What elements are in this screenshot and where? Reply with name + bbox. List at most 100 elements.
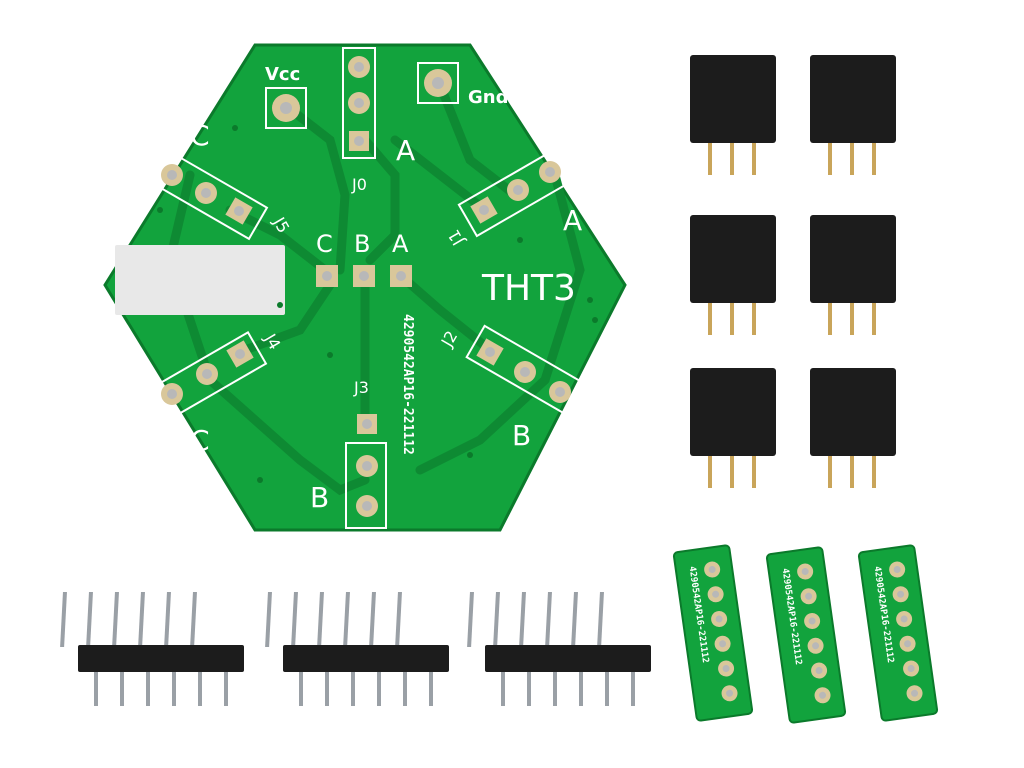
connector-j5 xyxy=(148,148,269,241)
header-pin xyxy=(60,592,67,647)
header-pin xyxy=(553,670,557,706)
header-pin xyxy=(343,592,350,647)
header-pin xyxy=(828,143,832,175)
header-pin xyxy=(597,592,604,647)
female-header-body xyxy=(810,55,896,143)
header-pin xyxy=(190,592,197,647)
pcb-traces xyxy=(165,80,585,496)
header-pin xyxy=(828,303,832,335)
header-pin xyxy=(828,456,832,488)
male-header-body xyxy=(78,645,244,672)
header-pin xyxy=(752,143,756,175)
connector-j1 xyxy=(457,145,578,238)
header-pin xyxy=(291,592,298,647)
female-header-grid xyxy=(690,55,896,488)
header-pin xyxy=(752,303,756,335)
header-pin xyxy=(730,143,734,175)
female-header xyxy=(810,215,896,335)
gnd-pad xyxy=(417,62,459,104)
header-pin xyxy=(467,592,474,647)
header-pin xyxy=(730,303,734,335)
header-pin xyxy=(403,670,407,706)
header-pin xyxy=(112,592,119,647)
header-pin xyxy=(120,670,124,706)
header-pin xyxy=(708,456,712,488)
header-pin xyxy=(86,592,93,647)
label-tape xyxy=(115,245,285,315)
board-serial: 4290542AP16-221112 xyxy=(400,314,415,455)
vcc-pad xyxy=(265,87,307,129)
j0-letter: A xyxy=(396,134,415,167)
connector-j0 xyxy=(342,47,376,159)
j1-letter: A xyxy=(563,204,582,237)
header-pin xyxy=(519,592,526,647)
male-pin-header xyxy=(467,592,651,706)
center-pads xyxy=(316,265,412,287)
pcb-vias xyxy=(157,125,598,483)
female-header-body xyxy=(810,368,896,456)
female-header xyxy=(810,368,896,488)
header-pin xyxy=(872,456,876,488)
header-pin xyxy=(164,592,171,647)
header-pin xyxy=(527,670,531,706)
header-pin xyxy=(351,670,355,706)
header-pin xyxy=(579,670,583,706)
male-pin-header xyxy=(60,592,244,706)
connector-j4 xyxy=(147,331,268,423)
gnd-label: Gnd xyxy=(468,87,508,108)
header-pin xyxy=(752,456,756,488)
adapter-board-pcb xyxy=(857,544,939,722)
header-pin xyxy=(545,592,552,647)
header-pin xyxy=(708,143,712,175)
header-pin xyxy=(708,303,712,335)
center-label-c: C xyxy=(316,230,333,258)
header-pin xyxy=(369,592,376,647)
female-header xyxy=(810,55,896,175)
hexagonal-pcb: Vcc Gnd J0 A J3 B J5 C xyxy=(103,43,627,532)
header-pin xyxy=(605,670,609,706)
header-pin xyxy=(850,456,854,488)
header-pin xyxy=(94,670,98,706)
male-header-row xyxy=(60,592,651,706)
adapter-board: 4290542AP16-221112 xyxy=(672,544,754,722)
header-pin xyxy=(138,592,145,647)
female-header-body xyxy=(690,55,776,143)
female-header-body xyxy=(690,368,776,456)
header-pin xyxy=(377,670,381,706)
female-header xyxy=(690,368,776,488)
header-pin xyxy=(198,670,202,706)
header-pin xyxy=(429,670,433,706)
connector-j3 xyxy=(345,414,387,529)
male-header-body xyxy=(283,645,449,672)
header-pin xyxy=(493,592,500,647)
header-pin xyxy=(850,143,854,175)
header-pin xyxy=(325,670,329,706)
female-header-body xyxy=(810,215,896,303)
adapter-board: 4290542AP16-221112 xyxy=(857,544,939,722)
header-pin xyxy=(172,670,176,706)
male-pin-header xyxy=(265,592,449,706)
header-pin xyxy=(299,670,303,706)
header-pin xyxy=(850,303,854,335)
header-pin xyxy=(872,303,876,335)
female-header xyxy=(690,215,776,335)
header-pin xyxy=(146,670,150,706)
center-label-b: B xyxy=(354,230,370,258)
vcc-label: Vcc xyxy=(265,64,300,85)
header-pin xyxy=(571,592,578,647)
j4-letter: C xyxy=(190,424,210,457)
board-name: THT3 xyxy=(481,268,576,309)
j3-letter: B xyxy=(310,481,329,514)
header-pin xyxy=(395,592,402,647)
header-pin xyxy=(631,670,635,706)
connector-j2 xyxy=(465,324,586,416)
j2-letter: B xyxy=(512,419,531,452)
header-pin xyxy=(501,670,505,706)
j5-letter: C xyxy=(190,119,210,152)
female-header-body xyxy=(690,215,776,303)
j3-ref: J3 xyxy=(353,378,369,397)
header-pin xyxy=(872,143,876,175)
header-pin xyxy=(317,592,324,647)
